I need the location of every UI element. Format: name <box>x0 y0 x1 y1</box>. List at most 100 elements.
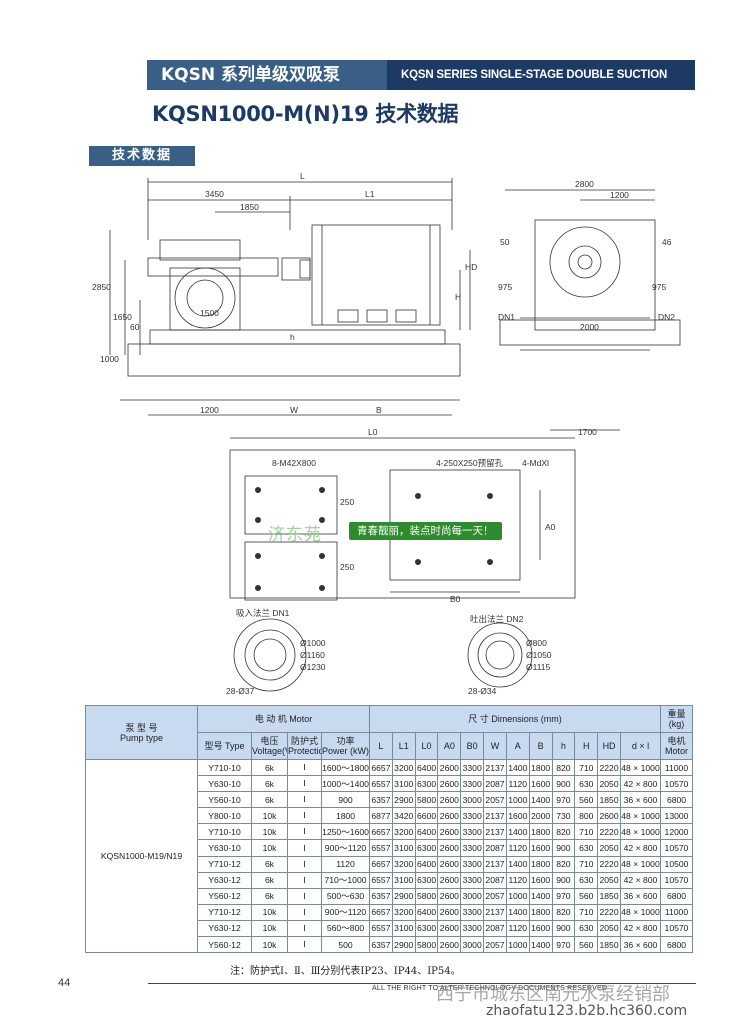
table-cell: 3300 <box>460 775 485 793</box>
table-cell: 42 × 800 <box>619 775 662 793</box>
watermark-site: 济东苑 <box>268 525 322 545</box>
table-cell: 2087 <box>483 839 507 857</box>
table-cell: 42 × 800 <box>619 839 662 857</box>
col-H: H <box>574 732 599 760</box>
table-cell: 2600 <box>597 807 621 825</box>
table-cell: Y630-10 <box>197 839 252 857</box>
table-cell: 2220 <box>597 823 621 841</box>
table-cell: 1250～1600 <box>320 823 371 841</box>
dim-B: B <box>376 405 382 415</box>
table-cell: 10k <box>251 919 288 938</box>
table-cell: Y710-10 <box>197 758 252 777</box>
table-cell: 2220 <box>597 758 621 777</box>
dim-A0: A0 <box>545 522 556 532</box>
col-protection: 防护式Protection <box>287 732 322 760</box>
dim-1200-bottom: 1200 <box>200 405 219 415</box>
table-cell: 6k <box>251 758 288 777</box>
table-cell: 1600 <box>528 919 553 938</box>
table-cell: Ⅰ <box>287 936 322 954</box>
dim-h: h <box>290 332 295 342</box>
label-mdxl: 4-MdXl <box>522 458 549 468</box>
dim-50: 50 <box>500 237 510 247</box>
table-cell: Ⅰ <box>287 855 322 873</box>
dim-250-b: 250 <box>340 562 354 572</box>
watermark-url: zhaofatu123.b2b.hc360.com <box>486 1003 688 1019</box>
col-A: A <box>505 732 530 760</box>
installation-drawing: L L1 3450 1850 2800 1200 2850 1650 60 10… <box>92 171 681 696</box>
table-cell: 2050 <box>597 839 621 857</box>
col-L0: L0 <box>414 732 439 760</box>
dim-f1050: Ø1050 <box>526 650 552 660</box>
table-cell: 6400 <box>414 855 439 873</box>
table-cell: 2600 <box>437 887 462 905</box>
table-cell: 1850 <box>597 887 621 905</box>
spec-table: 泵 型 号 Pump type 电 动 机 Motor 尺 寸 Dimensio… <box>85 705 693 954</box>
table-cell: 48 × 1000 <box>619 823 662 841</box>
table-cell: 6557 <box>369 839 393 857</box>
table-cell: 900 <box>551 775 576 793</box>
table-cell: Ⅰ <box>287 758 322 777</box>
table-cell: 10k <box>251 903 288 921</box>
table-cell: Y630-12 <box>197 871 252 889</box>
table-cell: Ⅰ <box>287 839 322 857</box>
table-cell: Y560-12 <box>197 936 252 954</box>
table-cell: 820 <box>551 855 576 873</box>
footer-divider <box>148 983 696 984</box>
table-cell: 3420 <box>391 807 416 825</box>
table-cell: Y710-12 <box>197 903 252 921</box>
dim-2800: 2800 <box>575 179 594 189</box>
table-cell: 42 × 800 <box>619 871 662 889</box>
table-cell: 6800 <box>660 791 693 809</box>
table-cell: 11000 <box>660 903 693 921</box>
table-cell: 560～800 <box>320 919 371 938</box>
col-dxl: d × l <box>619 732 662 760</box>
table-cell: 3300 <box>460 758 485 777</box>
table-cell: 2057 <box>483 936 507 954</box>
dim-1650: 1650 <box>113 312 132 322</box>
table-cell: 1120 <box>505 919 530 938</box>
table-cell: Ⅰ <box>287 871 322 889</box>
table-cell: 2137 <box>483 823 507 841</box>
col-motor-type: 型号 Type <box>197 732 252 760</box>
label-outlet-flange: 吐出法兰 DN2 <box>470 614 524 624</box>
table-cell: 6357 <box>369 936 393 954</box>
table-cell: 2600 <box>437 855 462 873</box>
table-cell: 2600 <box>437 775 462 793</box>
table-cell: 6k <box>251 887 288 905</box>
table-cell: 36 × 600 <box>619 936 662 954</box>
table-cell: 3100 <box>391 775 416 793</box>
table-cell: 6557 <box>369 871 393 889</box>
table-cell: 10k <box>251 839 288 857</box>
table-cell: 2600 <box>437 807 462 825</box>
table-cell: 2600 <box>437 791 462 809</box>
col-B: B <box>528 732 553 760</box>
table-cell: 2600 <box>437 839 462 857</box>
table-cell: 730 <box>551 807 576 825</box>
col-W: W <box>483 732 507 760</box>
table-cell: 2600 <box>437 919 462 938</box>
table-cell: Y560-12 <box>197 887 252 905</box>
table-cell: 5800 <box>414 887 439 905</box>
table-cell: 6400 <box>414 903 439 921</box>
dim-975-left: 975 <box>498 282 512 292</box>
table-cell: 12000 <box>660 823 693 841</box>
dim-250-a: 250 <box>340 497 354 507</box>
table-cell: 10570 <box>660 839 693 857</box>
table-cell: 6657 <box>369 903 393 921</box>
table-cell: 820 <box>551 903 576 921</box>
table-cell: 630 <box>574 919 599 938</box>
table-cell: 42 × 800 <box>619 919 662 938</box>
label-bolts: 8-M42X800 <box>272 458 316 468</box>
dim-f1230: Ø1230 <box>300 662 326 672</box>
table-cell: 10k <box>251 823 288 841</box>
table-cell: 36 × 600 <box>619 887 662 905</box>
dim-HD: HD <box>465 262 477 272</box>
table-cell: 11000 <box>660 758 693 777</box>
table-cell: 820 <box>551 758 576 777</box>
